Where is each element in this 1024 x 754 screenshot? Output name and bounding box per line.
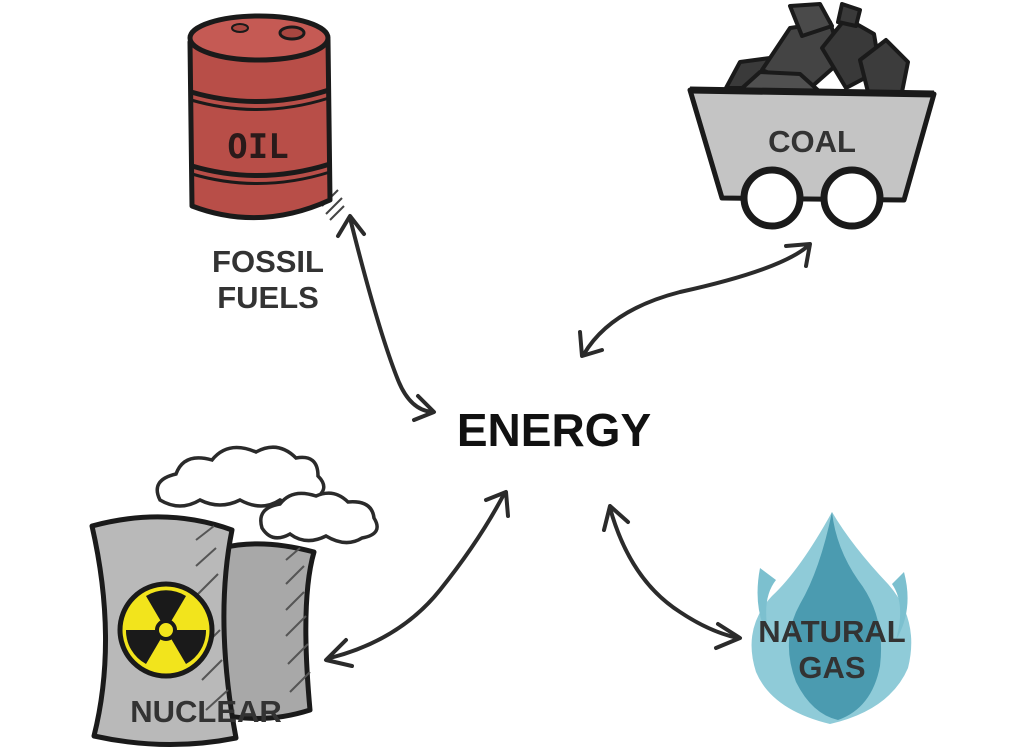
oil-badge: OIL [227,127,288,167]
energy-title: ENERGY [457,404,651,456]
radiation-symbol-icon [117,581,215,679]
nuclear-label: NUCLEAR [130,694,282,729]
coal-cart-icon: COAL [687,2,937,230]
flame-icon [751,512,912,724]
arrow-coal [578,242,812,358]
cooling-tower-icon [89,445,379,748]
label-line: FUELS [217,280,319,315]
label-line: GAS [798,650,865,685]
arrow-gas [602,504,742,650]
coal-label: COAL [768,124,856,159]
label-line: FOSSIL [212,244,324,279]
oil-barrel-icon: OIL [187,13,345,221]
label-line: NATURAL [758,614,906,649]
label-line: NUCLEAR [130,694,282,729]
arrow-oil [336,214,436,422]
arrow-nuclear [324,490,510,668]
